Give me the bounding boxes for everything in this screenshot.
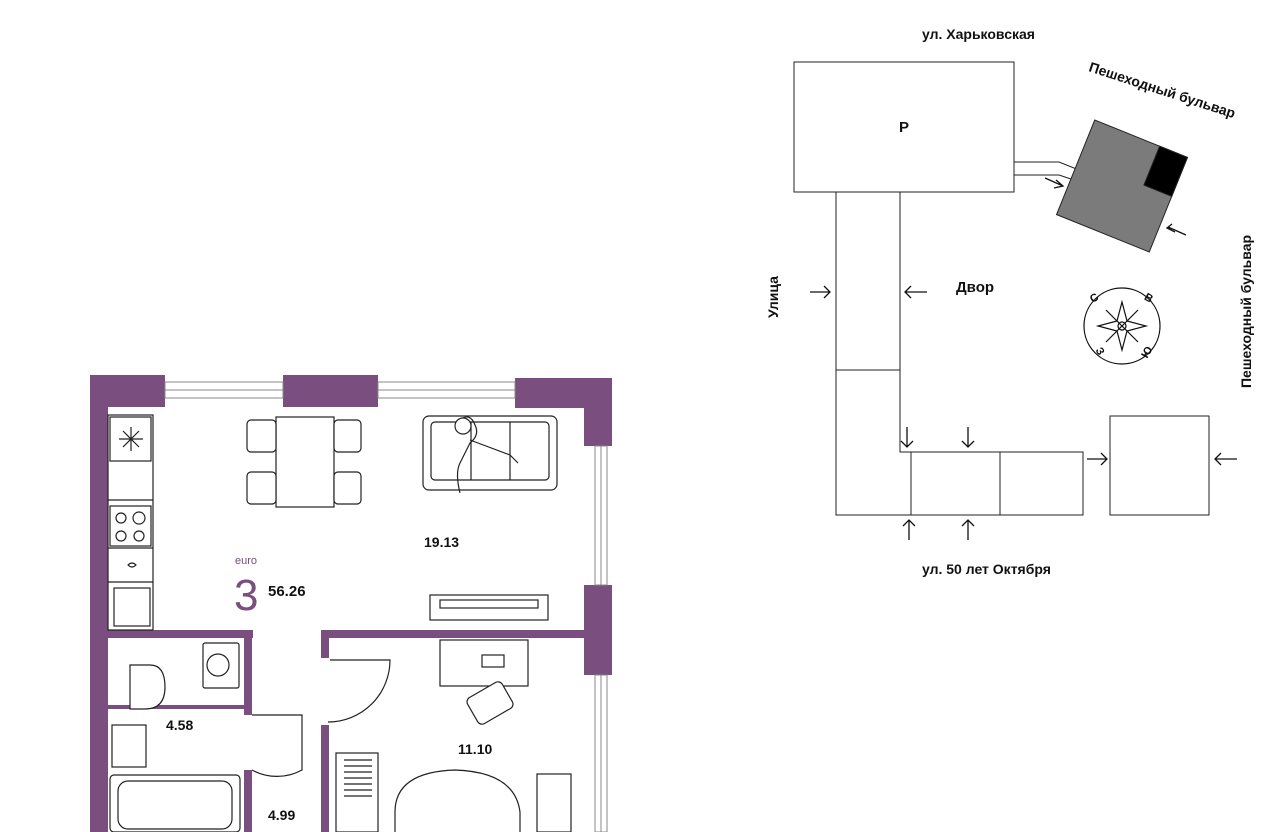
parking-label: P	[899, 119, 909, 136]
exterior-walls	[90, 375, 612, 832]
room-area-hall: 4.99	[268, 807, 295, 823]
fridge-icon	[119, 427, 143, 451]
site-plan	[793, 61, 1210, 516]
compass-north: С	[1088, 291, 1101, 305]
doors	[251, 659, 391, 777]
selected-building	[1055, 119, 1189, 253]
room-area-bathroom: 4.58	[166, 717, 193, 733]
brand-label: euro	[235, 555, 257, 567]
bedroom-furniture	[335, 639, 572, 832]
yard-label: Двор	[956, 279, 994, 296]
floor-plan: euro 3 56.26 19.13 11.10 4.58 4.99	[90, 375, 612, 832]
street-left-label: Улица	[765, 276, 781, 318]
residential-building	[835, 191, 1084, 516]
tv-stand	[429, 594, 549, 621]
entrance-arrows	[810, 177, 1237, 540]
room-area-living: 19.13	[424, 534, 459, 550]
boulevard-top-label: Пешеходный бульвар	[1087, 59, 1238, 122]
compass-icon	[1083, 287, 1161, 365]
kitchen	[107, 414, 154, 631]
compass-west: З	[1093, 346, 1107, 358]
boulevard-right-label: Пешеходный бульвар	[1238, 235, 1254, 388]
interior-walls	[108, 630, 584, 832]
compass-south: Ю	[1139, 345, 1155, 361]
street-top-label: ул. Харьковская	[922, 26, 1035, 42]
side-building	[1109, 415, 1210, 516]
street-bottom-label: ул. 50 лет Октября	[922, 561, 1051, 577]
sofa	[422, 415, 558, 494]
bathroom-fixtures	[109, 642, 241, 832]
room-area-bedroom: 11.10	[458, 741, 492, 757]
total-area: 56.26	[268, 583, 306, 600]
rooms-count: 3	[234, 571, 258, 620]
parking-building	[793, 61, 1015, 193]
dining-table	[246, 416, 362, 508]
windows	[164, 381, 608, 832]
